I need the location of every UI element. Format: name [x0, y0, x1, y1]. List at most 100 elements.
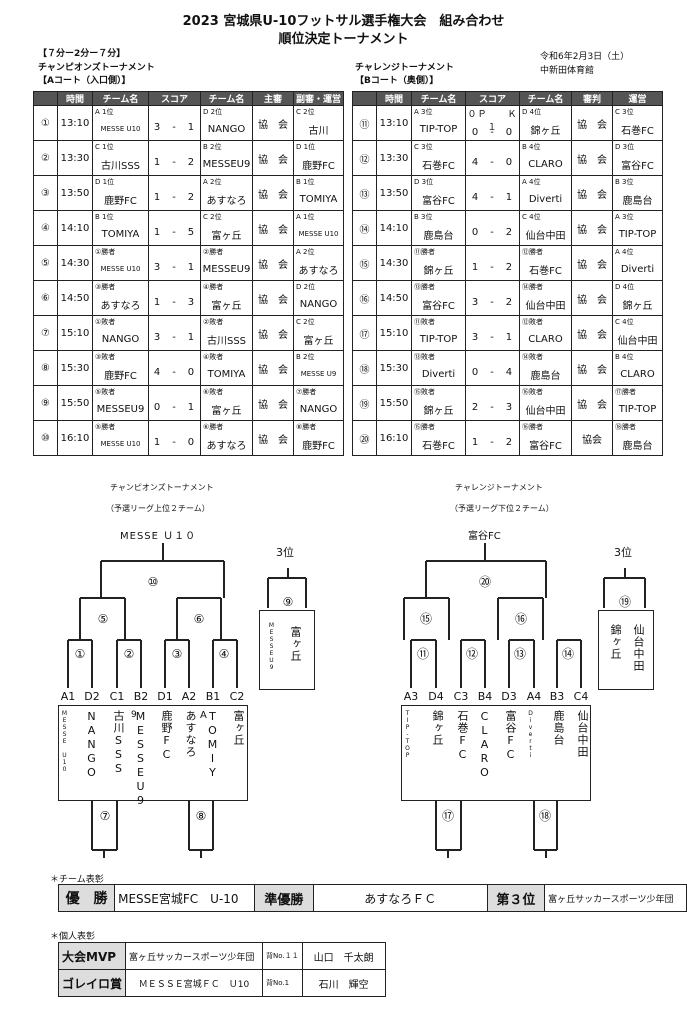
seed-label: C 4位	[615, 318, 634, 326]
seed-label: B 2位	[296, 353, 315, 361]
score-value: 3 - 1	[471, 331, 514, 343]
score-value: 1 - 5	[153, 226, 196, 238]
team-name: MESSE U10	[100, 265, 141, 273]
doc-title: 2023 宮城県U-10フットサル選手権大会 組み合わせ	[182, 14, 505, 29]
team-name: 古川SSS	[100, 160, 141, 172]
seed-label: ⑱勝者	[615, 423, 636, 431]
team-away: ⑭勝者仙台中田	[519, 280, 572, 316]
team-name: 石巻FC	[422, 440, 455, 452]
col-no	[33, 91, 58, 106]
team-name: 仙台中田	[525, 405, 566, 417]
match-time: 14:10	[57, 210, 93, 246]
team-name: 古川SSS	[206, 335, 247, 347]
seed-label: ⑭勝者	[522, 283, 543, 291]
match-time: 16:10	[57, 420, 93, 456]
team-name: 錦ヶ丘	[423, 405, 454, 417]
team-name: NANGO	[207, 123, 246, 135]
team-name: MESSE U10	[61, 710, 68, 773]
referee: 協 会	[571, 280, 613, 316]
team-name: Diverti	[421, 368, 456, 380]
team-name: 富谷FC	[422, 195, 455, 207]
col-operations: 運営	[612, 91, 663, 106]
team-name: あすなろ	[184, 710, 197, 758]
challenge-winner: 富谷FC	[468, 531, 501, 542]
team-away: ②敗者古川SSS	[200, 315, 253, 351]
team-away: ⑫勝者石巻FC	[519, 245, 572, 281]
team-name: CLARO	[478, 710, 491, 780]
seed-label: ②勝者	[203, 248, 224, 256]
event-date: 令和6年2月3日（土）	[540, 52, 630, 62]
team-name: 富ヶ丘	[211, 230, 242, 242]
match-time: 15:50	[57, 385, 93, 421]
seed-label: C4	[573, 690, 589, 703]
seed-label: B 4位	[615, 353, 634, 361]
team-name: TIP-TOP	[419, 333, 458, 345]
seed-label: D1	[157, 690, 173, 703]
team-name: 富谷FC	[621, 160, 654, 172]
seed-label: ④勝者	[203, 283, 224, 291]
mvp-name: 山口 千太朗	[301, 942, 386, 970]
referee: 協 会	[252, 210, 294, 246]
team-name: 鹿島台	[552, 710, 565, 746]
team-name: 富谷FC	[529, 440, 562, 452]
score-value: 1 - 2	[471, 436, 514, 448]
seed-note: 9	[131, 710, 137, 720]
score: 1 - 2	[465, 420, 520, 456]
seed-label: ⑮敗者	[414, 388, 435, 396]
champions-winner: MESSE Ｕ１０	[120, 531, 197, 542]
seed-label: C 1位	[95, 143, 114, 151]
seed-label: A 1位	[95, 108, 114, 116]
seed-label: ⑤敗者	[95, 388, 116, 396]
team-home: B 3位鹿島台	[411, 210, 466, 246]
seed-label: D 4位	[615, 283, 635, 291]
match-number: ⑩	[147, 575, 159, 589]
score-value: 0 - 4	[471, 366, 514, 378]
match-number: ⑯	[514, 612, 527, 626]
team-name: 鹿島台	[530, 370, 561, 382]
referee: 協 会	[252, 350, 294, 386]
seed-label: D4	[428, 690, 444, 703]
team-home: ⑮敗者錦ヶ丘	[411, 385, 466, 421]
runner-up-team: あすなろＦＣ	[313, 884, 488, 912]
goalkeeper-label: ゴレイロ賞	[57, 969, 127, 997]
mvp-label: 大会MVP	[57, 942, 127, 970]
team-away: ⑭敗者鹿島台	[519, 350, 572, 386]
score-value: 1 - 2	[153, 156, 196, 168]
team-name: 錦ヶ丘	[423, 265, 454, 277]
team-name: 鹿野FC	[160, 710, 173, 762]
assistant: C 2位富ヶ丘	[293, 315, 344, 351]
third-place-label: 第３位	[486, 884, 546, 912]
team-name: 石巻FC	[529, 265, 562, 277]
seed-label: ⑬勝者	[414, 283, 435, 291]
seed-label: B 1位	[296, 178, 315, 186]
assistant: C 3位石巻FC	[612, 105, 663, 141]
match-number: ⑱	[538, 809, 551, 823]
score-value: 0 - 0	[471, 126, 514, 138]
team-name: 鹿島台	[423, 230, 454, 242]
seed-label: ⑫勝者	[522, 248, 543, 256]
mvp-team: 富ヶ丘サッカースポーツ少年団	[125, 942, 264, 970]
right-tournament-name: チャレンジトーナメント	[355, 63, 454, 73]
team-home: ③敗者鹿野FC	[92, 350, 149, 386]
seed-label: D 4位	[522, 108, 542, 116]
seed-label: C1	[109, 690, 125, 703]
doc-subtitle: 順位決定トーナメント	[278, 32, 409, 47]
team-name: 仙台中田	[632, 624, 645, 672]
referee: 協会	[571, 420, 613, 456]
seed-label: ⑥勝者	[203, 423, 224, 431]
seed-label: A 2位	[203, 178, 222, 186]
seed-label: ⑯勝者	[522, 423, 543, 431]
team-awards-label: ＊チーム表彰	[50, 875, 104, 885]
